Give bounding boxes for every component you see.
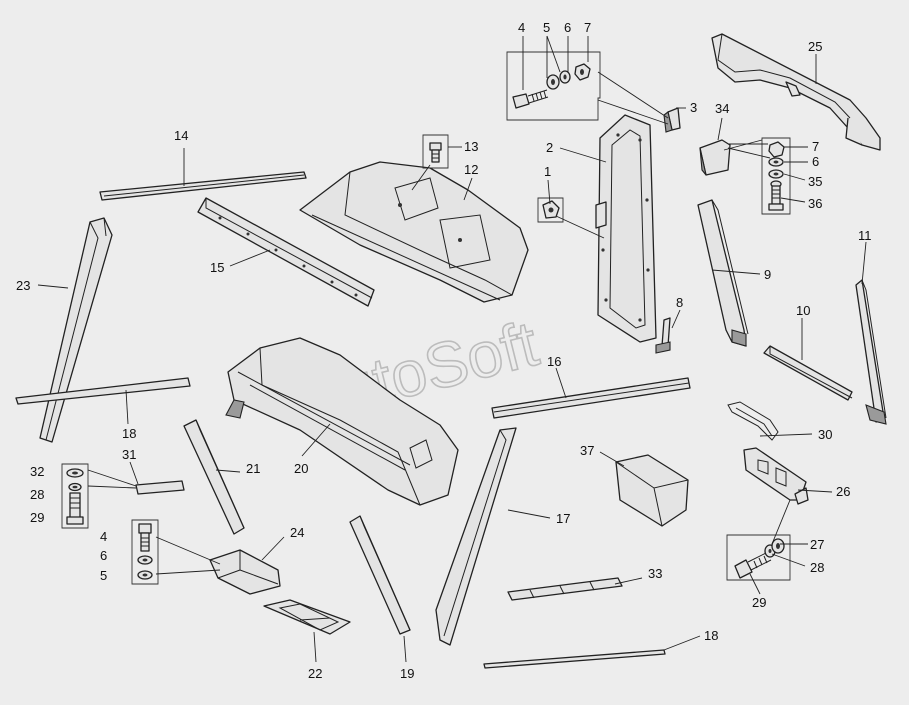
callout-2: 2 <box>546 140 553 155</box>
callout-29: 29 <box>30 510 44 525</box>
fastener-group-right <box>761 137 791 215</box>
part-11-strip <box>855 279 887 425</box>
callout-1: 1 <box>544 164 551 179</box>
callout-8: 8 <box>676 295 683 310</box>
callout-11: 11 <box>858 228 872 243</box>
part-19-strip <box>349 515 411 635</box>
fastener-group-left <box>61 463 89 529</box>
callout-4b: 4 <box>100 529 107 544</box>
part-9-pillar <box>697 199 749 347</box>
callout-9: 9 <box>764 267 771 282</box>
callout-29b: 29 <box>752 595 766 610</box>
callout-16: 16 <box>547 354 561 369</box>
callout-37: 37 <box>580 443 594 458</box>
part-37-box <box>615 454 689 527</box>
part-33-rail <box>507 577 623 601</box>
callout-24: 24 <box>290 525 304 540</box>
callout-20: 20 <box>294 461 308 476</box>
part-10-rail <box>763 345 853 401</box>
callout-21: 21 <box>246 461 260 476</box>
part-14-rail <box>99 171 307 201</box>
callout-28: 28 <box>30 487 44 502</box>
part-13-bolt <box>422 134 449 169</box>
part-21-strip <box>183 419 245 535</box>
callout-5b: 5 <box>100 568 107 583</box>
callout-33: 33 <box>648 566 662 581</box>
callout-7b: 7 <box>812 139 819 154</box>
part-3-bracket <box>663 107 681 133</box>
callout-13: 13 <box>464 139 478 154</box>
part-31-plate <box>135 480 185 495</box>
part-24-bracket <box>209 549 281 595</box>
callout-10: 10 <box>796 303 810 318</box>
callout-4: 4 <box>518 20 525 35</box>
callout-30: 30 <box>818 427 832 442</box>
callout-35: 35 <box>808 174 822 189</box>
part-15-rail <box>197 197 375 307</box>
callout-labels: 4 5 6 7 3 2 1 34 25 7 6 35 36 11 9 10 8 … <box>16 20 872 681</box>
part-1-clip <box>537 197 564 223</box>
callout-19: 19 <box>400 666 414 681</box>
callout-17: 17 <box>556 511 570 526</box>
part-20-seat-box <box>225 337 459 506</box>
callout-36: 36 <box>808 196 822 211</box>
callout-14: 14 <box>174 128 188 143</box>
part-25-bracket <box>711 33 881 151</box>
part-18-rod-bottom <box>483 649 666 669</box>
leader-lines <box>37 35 867 663</box>
callout-15: 15 <box>210 260 224 275</box>
callout-31: 31 <box>122 447 136 462</box>
fastener-group-bottom-right <box>726 534 791 581</box>
callout-6c: 6 <box>100 548 107 563</box>
part-26-plate <box>743 447 809 505</box>
callout-6: 6 <box>564 20 571 35</box>
part-12-seat-box <box>299 161 529 303</box>
callout-27: 27 <box>810 537 824 552</box>
part-18-rail-left <box>15 377 191 405</box>
callout-7: 7 <box>584 20 591 35</box>
fastener-group-top <box>506 51 601 121</box>
callout-12: 12 <box>464 162 478 177</box>
callout-34: 34 <box>715 101 729 116</box>
callout-6b: 6 <box>812 154 819 169</box>
part-30-clip <box>727 401 779 441</box>
callout-23: 23 <box>16 278 30 293</box>
part-22-tray <box>263 599 351 635</box>
callout-3: 3 <box>690 100 697 115</box>
callout-5: 5 <box>543 20 550 35</box>
part-34-bracket <box>699 139 731 176</box>
part-16-rail <box>491 377 691 419</box>
callout-32: 32 <box>30 464 44 479</box>
callout-25: 25 <box>808 39 822 54</box>
callout-18b: 18 <box>704 628 718 643</box>
callout-22: 22 <box>308 666 322 681</box>
part-8-bracket <box>655 317 671 354</box>
callout-18: 18 <box>122 426 136 441</box>
fastener-group-bottom-left <box>131 519 159 585</box>
part-17-pillar <box>435 427 517 646</box>
callout-26: 26 <box>836 484 850 499</box>
part-2-frame <box>595 114 657 343</box>
part-23-pillar <box>39 217 113 443</box>
callout-28b: 28 <box>810 560 824 575</box>
